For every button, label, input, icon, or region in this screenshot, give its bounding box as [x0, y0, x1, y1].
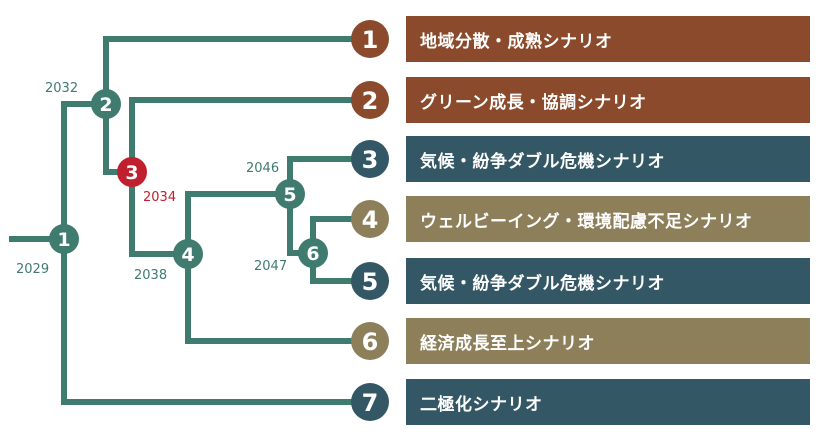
branch-line-to-node4	[129, 169, 191, 257]
branch-node-4: 4	[173, 239, 203, 269]
scenario-badge-6: 6	[351, 322, 389, 360]
scenario-bar-6: 経済成長至上シナリオ	[406, 318, 810, 364]
branch-node-1: 1	[49, 224, 79, 254]
branch-node-5: 5	[275, 179, 305, 209]
year-label-2046: 2046	[246, 161, 279, 176]
scenario-number: 2	[362, 87, 379, 115]
scenario-number: 1	[362, 26, 379, 54]
scenario-bar-2: グリーン成長・協調シナリオ	[406, 77, 810, 123]
scenario-title: 気候・紛争ダブル危機シナリオ	[420, 273, 665, 294]
scenario-badge-1: 1	[351, 20, 389, 58]
scenario-number: 6	[362, 328, 379, 356]
scenario-title: 二極化シナリオ	[420, 394, 543, 415]
branch-node-label: 4	[181, 244, 194, 266]
scenario-number: 7	[362, 389, 379, 417]
branch-line-to-6	[185, 251, 355, 344]
branch-node-label: 2	[99, 94, 112, 116]
branch-node-6: 6	[298, 238, 328, 268]
branch-line-to-1	[103, 36, 355, 107]
scenario-badge-4: 4	[351, 200, 389, 238]
branch-node-label: 1	[57, 229, 70, 251]
scenario-badge-7: 7	[351, 383, 389, 421]
scenario-bar-3: 気候・紛争ダブル危機シナリオ	[406, 136, 810, 182]
scenario-number: 5	[362, 268, 379, 296]
scenario-number: 3	[362, 146, 379, 174]
scenario-bar-4: ウェルビーイング・環境配慮不足シナリオ	[406, 196, 810, 242]
scenario-title: グリーン成長・協調シナリオ	[420, 92, 647, 113]
branch-node-3: 3	[117, 157, 147, 187]
branch-node-2: 2	[91, 89, 121, 119]
branch-line-to-2	[129, 97, 355, 175]
scenario-badge-2: 2	[351, 81, 389, 119]
branch-node-label: 5	[283, 184, 296, 206]
scenario-number: 4	[362, 206, 379, 234]
scenario-title: 地域分散・成熟シナリオ	[420, 31, 613, 52]
scenario-badge-5: 5	[351, 262, 389, 300]
year-label-2034: 2034	[143, 190, 176, 205]
scenario-title: ウェルビーイング・環境配慮不足シナリオ	[420, 211, 753, 232]
scenario-bar-7: 二極化シナリオ	[406, 379, 810, 425]
scenario-title: 気候・紛争ダブル危機シナリオ	[420, 151, 665, 172]
branch-node-label: 6	[306, 243, 319, 265]
scenario-badge-3: 3	[351, 140, 389, 178]
branch-node-label: 3	[125, 162, 138, 184]
scenario-bar-1: 地域分散・成熟シナリオ	[406, 16, 810, 62]
year-label-2038: 2038	[134, 268, 167, 283]
year-label-2047: 2047	[254, 259, 287, 274]
scenario-bar-5: 気候・紛争ダブル危機シナリオ	[406, 258, 810, 304]
year-label-2032: 2032	[45, 81, 78, 96]
scenario-title: 経済成長至上シナリオ	[420, 333, 595, 354]
year-label-2029: 2029	[16, 262, 49, 277]
branch-line-to-node5	[185, 191, 293, 257]
